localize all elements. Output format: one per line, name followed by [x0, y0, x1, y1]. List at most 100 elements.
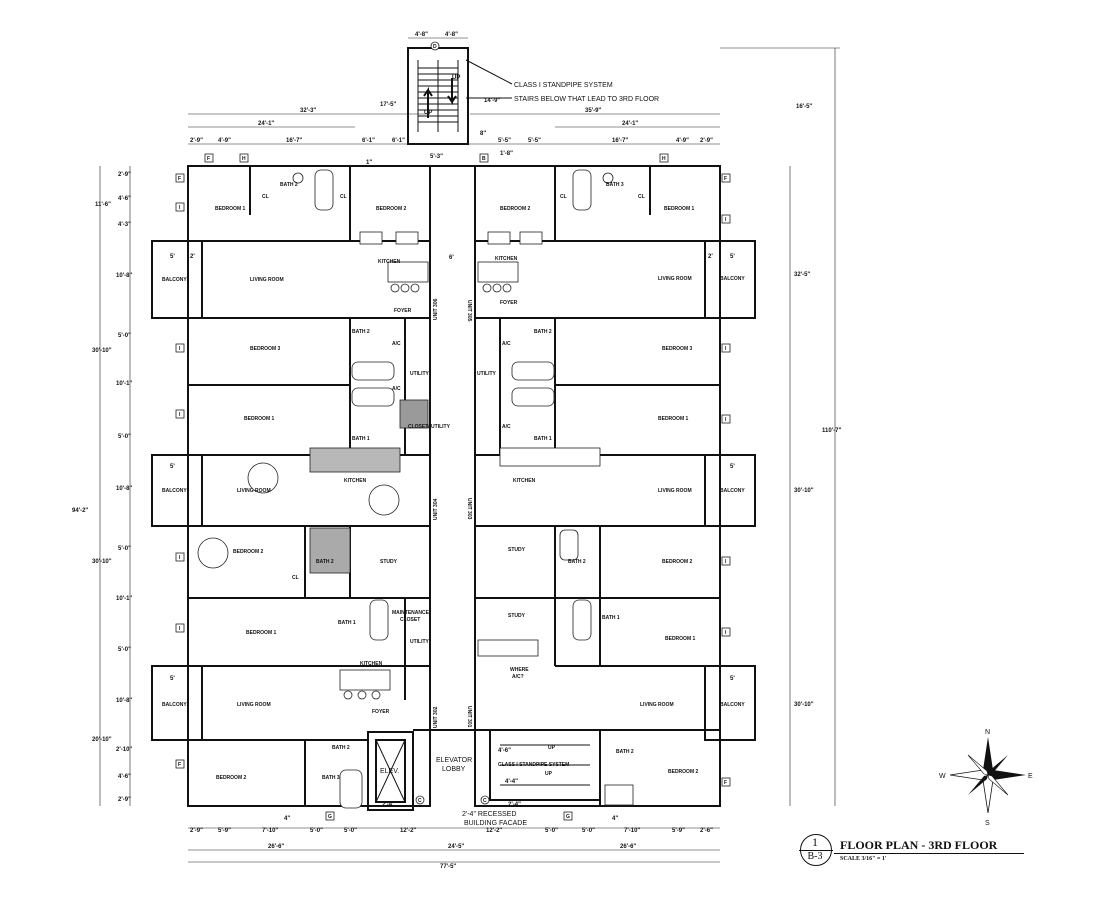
- dim-b3: 7'-10": [262, 828, 278, 834]
- tag-i-9: I: [725, 559, 727, 565]
- dim-l3: 4'-6": [118, 196, 131, 202]
- dim-balc-r2: 5': [730, 464, 735, 470]
- dim-balc2-l1: 2': [190, 254, 195, 260]
- room-bedroom1-d: BEDROOM 1: [664, 206, 695, 212]
- room-living-b: LIVING ROOM: [237, 488, 271, 494]
- room-utility-a: UTILITY: [410, 371, 430, 377]
- left-dimensions: 2'-9" 11'-6" 4'-6" 4'-3" 10'-8" 5'-0" 30…: [72, 166, 132, 806]
- room-cl-d: CL: [560, 194, 567, 200]
- room-bath2-a: BATH 2: [280, 182, 298, 188]
- room-bedroom1-a: BEDROOM 1: [215, 206, 246, 212]
- unit-305-label: UNIT 305: [466, 300, 472, 322]
- left-wing-labels: BEDROOM 1 BATH 2 CL CL BEDROOM 2 KITCHEN…: [162, 182, 451, 781]
- room-bath1-d: BATH 1: [602, 615, 620, 621]
- room-bath2-d: BATH 2: [332, 745, 350, 751]
- sheet-marker: [799, 834, 833, 866]
- room-bath3-b: BATH 3: [606, 182, 624, 188]
- tag-f-3: F: [178, 762, 181, 768]
- room-balcony-f: BALCONY: [720, 702, 745, 708]
- window-tags: F H F I I I I I F H F I I I I I F C C G …: [175, 153, 731, 821]
- room-closet-utility: CLOSET/ UTILITY: [408, 424, 451, 430]
- dim-t7: 5'-5": [528, 138, 541, 144]
- dim-l6: 5'-0": [118, 333, 131, 339]
- room-bedroom1-f: BEDROOM 1: [665, 636, 696, 642]
- dim-balc-l1: 5': [170, 254, 175, 260]
- dim-left-inner: 24'-1": [258, 121, 274, 127]
- dim-t1: 2'-9": [190, 138, 203, 144]
- dim-b7: 12'-2": [486, 828, 502, 834]
- dim-l12: 5'-0": [118, 546, 131, 552]
- tag-h-2: H: [662, 156, 666, 162]
- dim-b9: 5'-0": [582, 828, 595, 834]
- room-bedroom1-e: BEDROOM 1: [658, 416, 689, 422]
- dim-l13: 30'-10": [92, 559, 112, 565]
- compass-e: E: [1028, 773, 1033, 780]
- room-cl-b: CL: [340, 194, 347, 200]
- stair-up-label-1: UP: [452, 75, 460, 81]
- dim-core-gap: 5'-3": [430, 154, 443, 160]
- dim-small-3: 8": [480, 131, 486, 137]
- balconies: [151, 240, 756, 741]
- tag-i-7: I: [725, 346, 727, 352]
- elevator-label: ELEV.: [380, 768, 399, 775]
- room-bedroom2-e: BEDROOM 2: [662, 559, 693, 565]
- dim-balc-r1: 5': [730, 254, 735, 260]
- dim-b4: 5'-0": [310, 828, 323, 834]
- dim-b11: 5'-9": [672, 828, 685, 834]
- room-bedroom3-b: BEDROOM 3: [662, 346, 693, 352]
- tag-b-1: B: [482, 156, 486, 162]
- dim-right-inner: 24'-1": [622, 121, 638, 127]
- room-living-a: LIVING ROOM: [250, 277, 284, 283]
- sheet-number: B-3: [807, 851, 823, 862]
- core: ELEV. ELEVATOR LOBBY CLASS I STANDPIPE S…: [284, 745, 618, 827]
- dim-stair2a: 4'-6": [498, 748, 511, 754]
- lobby-line2: LOBBY: [442, 766, 466, 773]
- right-dimensions: 32'-5" 110'-7" 30'-10" 30'-10" 5' 2' 5' …: [170, 160, 841, 806]
- room-where: WHERE: [510, 667, 529, 673]
- tag-h-1: H: [242, 156, 246, 162]
- room-bath3-a: BATH 3: [322, 775, 340, 781]
- tag-i-1: I: [179, 205, 181, 211]
- room-foyer-d: FOYER: [500, 300, 518, 306]
- dim-l11: 10'-8": [116, 486, 132, 492]
- lobby-line1: ELEVATOR: [436, 757, 472, 764]
- tag-i-6: I: [725, 217, 727, 223]
- dim-l16: 10'-8": [116, 698, 132, 704]
- room-study-a: STUDY: [380, 559, 398, 565]
- dim-balc-l3: 5': [170, 676, 175, 682]
- dim-right-wing: 35'-9": [585, 108, 601, 114]
- dim-balc-l2: 5': [170, 464, 175, 470]
- right-wing-labels: BEDROOM 2 BATH 3 CL CL BEDROOM 1 KITCHEN…: [477, 182, 745, 775]
- dim-stair-depth: 14'-9": [484, 98, 500, 104]
- tag-i-2: I: [179, 346, 181, 352]
- room-living-c: LIVING ROOM: [237, 702, 271, 708]
- tag-f-5: F: [724, 780, 727, 786]
- dim-l9: 5'-0": [118, 434, 131, 440]
- unit-302-label: UNIT 302: [433, 706, 439, 728]
- dim-b13: 26'-6": [268, 844, 284, 850]
- tag-f-2: F: [178, 176, 181, 182]
- room-foyer-a: FOYER: [394, 308, 412, 314]
- tag-i-8: I: [725, 417, 727, 423]
- dim-core-w: 17'-5": [380, 102, 396, 108]
- dim-b8: 5'-0": [545, 828, 558, 834]
- room-bedroom2-a: BEDROOM 2: [376, 206, 407, 212]
- room-cl-c: CL: [292, 575, 299, 581]
- tag-f-1: F: [207, 156, 210, 162]
- dim-t10: 2'-9": [700, 138, 713, 144]
- dim-bb2: 2'-4": [508, 802, 521, 808]
- tag-c-1: C: [418, 798, 422, 804]
- bottom-dimensions: 2'-9" 5'-9" 7'-10" 5'-0" 5'-0" 12'-2" 12…: [188, 827, 720, 870]
- title-block: 1 B-3 FLOOR PLAN - 3RD FLOOR SCALE 3/16"…: [799, 834, 1030, 874]
- room-living-f: LIVING ROOM: [640, 702, 674, 708]
- dim-bb1: 2'-4": [382, 802, 395, 808]
- room-bath1-c: BATH 1: [534, 436, 552, 442]
- room-bedroom3-a: BEDROOM 3: [250, 346, 281, 352]
- room-utility-c: UTILITY: [477, 371, 497, 377]
- dim-r3: 30'-10": [794, 488, 814, 494]
- top-dimensions: 32'-3" 17'-5" 24'-1" 35'-9" 24'-1" 14'-9…: [188, 47, 840, 166]
- dim-top-right-height: 16'-5": [796, 104, 812, 110]
- room-foyer-c: FOYER: [372, 709, 390, 715]
- dim-t9: 4'-9": [676, 138, 689, 144]
